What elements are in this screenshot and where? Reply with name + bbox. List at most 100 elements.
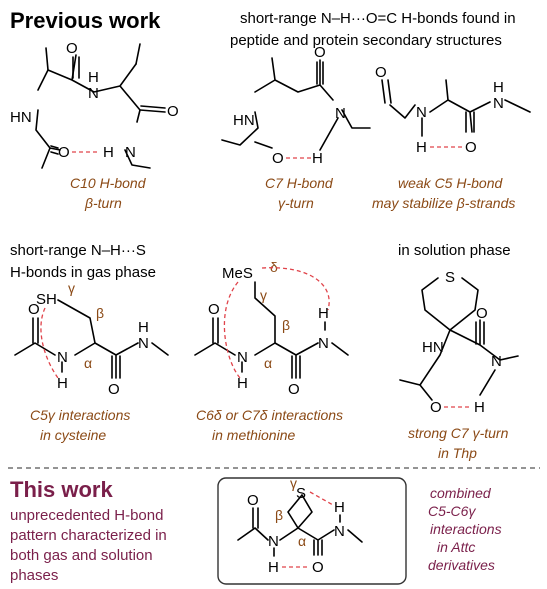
- met-atom-o1: O: [208, 301, 220, 318]
- met-atom-h2: H: [318, 305, 329, 322]
- met-hbond-c7: [261, 267, 330, 311]
- attc-hbond-c6: [309, 491, 334, 506]
- c10-atom-h1: H: [88, 69, 99, 86]
- c7-acetyl: [221, 111, 259, 146]
- c7-atom-n: N: [335, 105, 346, 122]
- attc-atom-o2: O: [312, 559, 324, 576]
- c5-atom-n2: N: [493, 95, 504, 112]
- thp-nh: [479, 369, 496, 396]
- c10-atom-o2: O: [167, 103, 179, 120]
- met-hbond-c6: [223, 281, 241, 379]
- c7-atom-o1: O: [314, 44, 326, 61]
- thp-carbonyl: [475, 321, 485, 345]
- cys-backbone: [14, 299, 139, 379]
- heading-this-work: This work: [10, 477, 113, 502]
- cys-atom-h: H: [57, 375, 68, 392]
- cys-label-alpha: α: [84, 355, 92, 371]
- cys-atom-n1: N: [57, 349, 68, 366]
- attc-backbone: [237, 527, 335, 556]
- c7-atom-h: H: [312, 150, 323, 167]
- c5-nme: [504, 99, 531, 113]
- attc-atom-h1: H: [268, 559, 279, 576]
- c5-atom-o1: O: [375, 64, 387, 81]
- this-work-line3: both gas and solution: [10, 547, 153, 564]
- attc-label-beta: β: [275, 507, 283, 523]
- c7-nh: [319, 117, 339, 151]
- cys-label-line2: in cysteine: [40, 427, 106, 443]
- attc-atom-o1: O: [247, 492, 259, 509]
- cys-nme: [151, 342, 169, 356]
- attc-nme: [347, 529, 363, 543]
- thp-atom-o1: O: [476, 305, 488, 322]
- c5-carbonyl: [465, 111, 475, 133]
- met-label-line2: in methionine: [212, 427, 295, 443]
- met-label-delta: δ: [270, 259, 278, 275]
- c5-atom-h: H: [416, 139, 427, 156]
- combined-line5: derivatives: [428, 557, 495, 573]
- attc-acetyl-co: [252, 507, 259, 529]
- caption-solution-phase: in solution phase: [398, 242, 511, 259]
- c10-atom-o3: O: [58, 144, 70, 161]
- c7-acetyl-co: [254, 141, 273, 149]
- thp-acetyl-co: [419, 384, 433, 401]
- met-label-line1: C6δ or C7δ interactions: [196, 407, 343, 423]
- cys-atom-o2: O: [108, 381, 120, 398]
- c7-label-line1: C7 H-bond: [265, 175, 334, 191]
- attc-atom-n1: N: [268, 533, 279, 550]
- c10-carbonyl-1: [72, 56, 80, 79]
- met-carbonyl: [291, 355, 301, 379]
- c10-atom-hn: HN: [10, 109, 32, 126]
- thp-backbone: [399, 319, 519, 386]
- c5-label-line1: weak C5 H-bond: [398, 175, 503, 191]
- cys-atom-h2: H: [138, 319, 149, 336]
- met-label-gamma: γ: [260, 287, 267, 303]
- thp-label-line2: in Thp: [438, 445, 477, 461]
- c10-nme: [124, 149, 151, 169]
- c10-atom-o1: O: [66, 40, 78, 57]
- met-nh: [241, 321, 326, 373]
- c7-atom-hn: HN: [233, 112, 255, 129]
- molecule-c5-weak: O N H O N H weak C5 H-bond may stabilize…: [372, 64, 531, 211]
- met-atom-n2: N: [318, 335, 329, 352]
- met-atom-n1: N: [237, 349, 248, 366]
- thp-atom-hn: HN: [422, 339, 444, 356]
- molecule-c10-beta-turn: O N H O HN O H N C10 H-bond β-turn: [10, 40, 179, 211]
- met-backbone: [194, 281, 319, 379]
- thp-atom-n: N: [491, 353, 502, 370]
- thp-atom-s: S: [445, 269, 455, 286]
- c10-carbonyl-2: [139, 105, 166, 113]
- cys-label-gamma: γ: [68, 280, 75, 296]
- attc-nh: [273, 514, 341, 557]
- met-atom-o2: O: [288, 381, 300, 398]
- cys-atom-sh: SH: [36, 291, 57, 308]
- c10-label-line1: C10 H-bond: [70, 175, 147, 191]
- c7-atom-o2: O: [272, 150, 284, 167]
- c10-atom-n2: N: [125, 144, 136, 161]
- c7-backbone: [254, 57, 334, 101]
- attc-box: [217, 477, 407, 585]
- cys-carbonyl: [111, 355, 121, 379]
- cys-atom-o1: O: [28, 301, 40, 318]
- caption-nhs-line2: H-bonds in gas phase: [10, 264, 156, 281]
- molecule-methionine: O N H O N H MeS δ γ β α C6δ or C7δ inter…: [194, 259, 349, 443]
- c7-label-line2: γ-turn: [278, 195, 314, 211]
- c10-atom-n1: N: [88, 85, 99, 102]
- met-label-alpha: α: [264, 355, 272, 371]
- attc-atom-n2: N: [334, 523, 345, 540]
- met-atom-h: H: [237, 375, 248, 392]
- thp-atom-h: H: [474, 399, 485, 416]
- met-label-beta: β: [282, 317, 290, 333]
- combined-line2: C5-C6γ: [428, 503, 476, 519]
- combined-line4: in Attc: [437, 539, 475, 555]
- combined-line1: combined: [430, 485, 492, 501]
- met-acetyl-co: [212, 317, 219, 344]
- c5-atom-o2: O: [465, 139, 477, 156]
- attc-thietane: [287, 494, 313, 529]
- c7-carbonyl: [316, 61, 324, 85]
- combined-line3: interactions: [430, 521, 502, 537]
- heading-previous-work: Previous work: [10, 8, 161, 33]
- caption-nho-line2: peptide and protein secondary structures: [230, 32, 502, 49]
- molecule-cysteine: O N H O N H SH γ β α C5γ interactions in…: [14, 280, 169, 443]
- c7-nme: [341, 109, 371, 129]
